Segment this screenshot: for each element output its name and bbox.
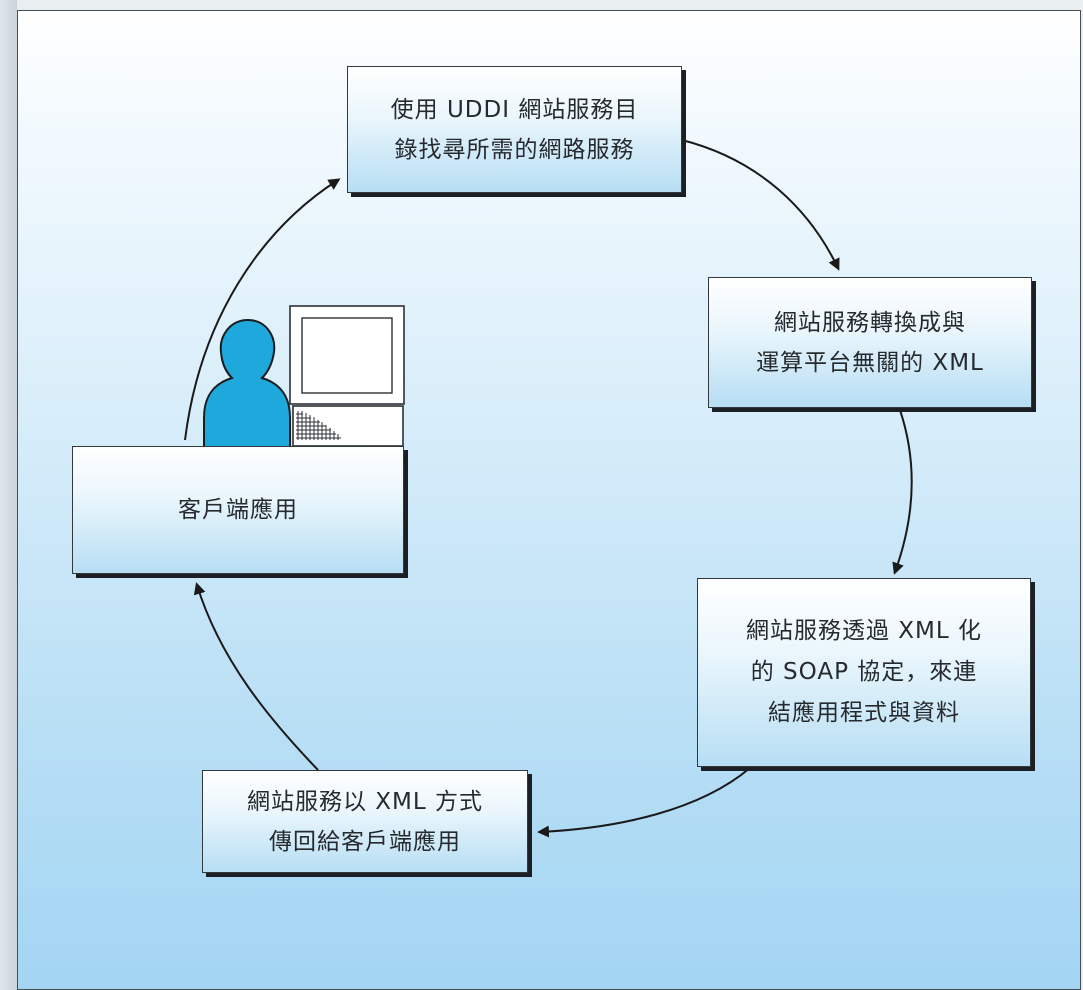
arrow-client-to-lookup: [184, 178, 341, 441]
step-soap-link-text: 網站服務透過 XML 化 的 SOAP 協定，來連 結應用程式與資料: [745, 618, 983, 726]
step-convert-xml-text: 網站服務轉換成與 運算平台無關的 XML: [756, 309, 984, 376]
step-return-xml-text: 網站服務以 XML 方式 傳回給客戶端應用: [246, 788, 484, 855]
arrow-convert-to-soap: [892, 409, 913, 575]
arrow-lookup-to-convert: [681, 139, 840, 271]
window-edge: [0, 0, 17, 990]
client-application-box: 客戶端應用: [72, 446, 404, 574]
step-uddi-lookup-text: 使用 UDDI 網站服務目 錄找尋所需的網路服務: [390, 96, 639, 163]
step-soap-link: 網站服務透過 XML 化 的 SOAP 協定，來連 結應用程式與資料: [697, 578, 1031, 767]
client-application-text: 客戶端應用: [178, 497, 298, 523]
step-uddi-lookup: 使用 UDDI 網站服務目 錄找尋所需的網路服務: [347, 66, 682, 193]
arrow-return-to-client: [193, 582, 319, 771]
user-icon: [203, 318, 291, 449]
step-return-xml: 網站服務以 XML 方式 傳回給客戶端應用: [202, 770, 528, 873]
computer-icon: [289, 305, 405, 447]
arrow-soap-to-return: [537, 767, 751, 838]
step-convert-xml: 網站服務轉換成與 運算平台無關的 XML: [708, 277, 1032, 408]
